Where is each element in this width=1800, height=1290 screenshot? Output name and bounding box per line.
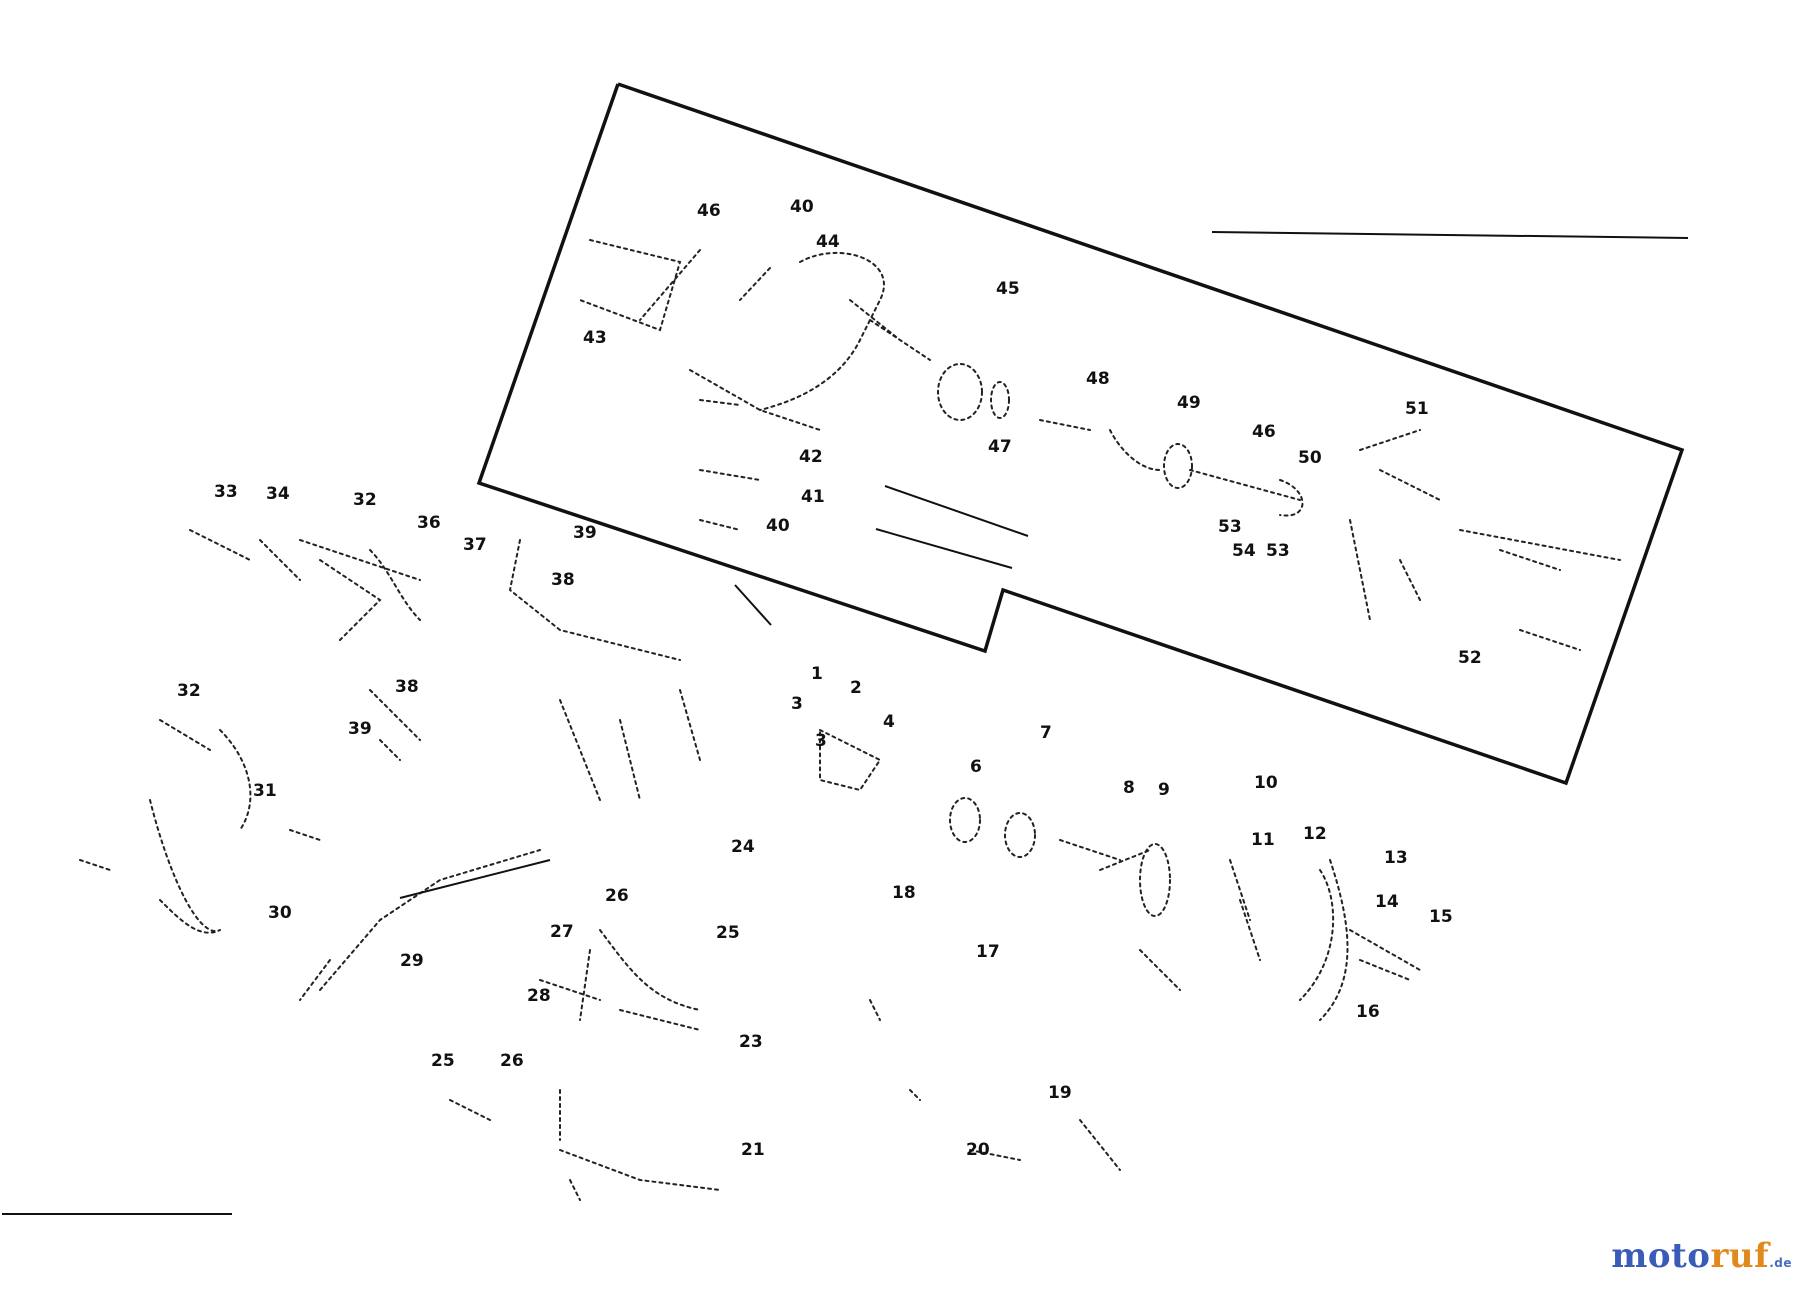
callout-c26b: 26 — [500, 1051, 524, 1071]
callout-c53b: 53 — [1266, 541, 1290, 561]
inset-parts — [579, 239, 1621, 651]
callout-c19: 19 — [1048, 1083, 1072, 1103]
callout-c1: 1 — [811, 664, 823, 684]
callout-c10: 10 — [1254, 773, 1278, 793]
callout-c11: 11 — [1251, 830, 1275, 850]
callout-c46b: 46 — [1252, 422, 1276, 442]
callout-c18: 18 — [892, 883, 916, 903]
callout-c3b: 3 — [815, 731, 827, 751]
callout-c38b: 38 — [395, 677, 419, 697]
callout-c26a: 26 — [605, 886, 629, 906]
callout-c50: 50 — [1298, 448, 1322, 468]
callout-c38a: 38 — [551, 570, 575, 590]
callout-c13: 13 — [1384, 848, 1408, 868]
callout-c7: 7 — [1040, 723, 1052, 743]
callout-c28: 28 — [527, 986, 551, 1006]
callout-c12: 12 — [1303, 824, 1327, 844]
watermark-text-a: moto — [1611, 1236, 1711, 1276]
callout-c49: 49 — [1177, 393, 1201, 413]
callout-c4: 4 — [883, 712, 895, 732]
callout-c34: 34 — [266, 484, 290, 504]
callout-c3a: 3 — [791, 694, 803, 714]
callout-c9: 9 — [1158, 780, 1170, 800]
callout-c16: 16 — [1356, 1002, 1380, 1022]
callout-c21: 21 — [741, 1140, 765, 1160]
callout-c40a: 40 — [790, 197, 814, 217]
callout-c29: 29 — [400, 951, 424, 971]
callout-c37: 37 — [463, 535, 487, 555]
callout-c40b: 40 — [766, 516, 790, 536]
callout-c44: 44 — [816, 232, 840, 252]
callout-c20: 20 — [966, 1140, 990, 1160]
callout-c52: 52 — [1458, 648, 1482, 668]
callout-c27: 27 — [550, 922, 574, 942]
callout-c36: 36 — [417, 513, 441, 533]
callout-c15: 15 — [1429, 907, 1453, 927]
callout-c25a: 25 — [716, 923, 740, 943]
callout-c17: 17 — [976, 942, 1000, 962]
inset-frame — [476, 82, 1685, 786]
callout-c2: 2 — [850, 678, 862, 698]
detail-divider-line — [1211, 231, 1689, 239]
callout-c48: 48 — [1086, 369, 1110, 389]
callout-c31: 31 — [253, 781, 277, 801]
callout-c54: 54 — [1232, 541, 1256, 561]
main-parts — [79, 529, 1421, 1201]
callout-c8: 8 — [1123, 778, 1135, 798]
callout-c30: 30 — [268, 903, 292, 923]
watermark-tld: .de — [1769, 1256, 1792, 1270]
callout-c45: 45 — [996, 279, 1020, 299]
callout-c14: 14 — [1375, 892, 1399, 912]
callout-c25b: 25 — [431, 1051, 455, 1071]
motoruf-watermark: motoruf.de — [1611, 1236, 1792, 1276]
callout-c39b: 39 — [348, 719, 372, 739]
callout-c43: 43 — [583, 328, 607, 348]
callout-c32b: 32 — [177, 681, 201, 701]
callout-c53a: 53 — [1218, 517, 1242, 537]
callout-c24: 24 — [731, 837, 755, 857]
callout-c39a: 39 — [573, 523, 597, 543]
callout-c6: 6 — [970, 757, 982, 777]
callout-c41: 41 — [801, 487, 825, 507]
callout-c32a: 32 — [353, 490, 377, 510]
callout-c42: 42 — [799, 447, 823, 467]
callout-c33: 33 — [214, 482, 238, 502]
callout-c47: 47 — [988, 437, 1012, 457]
callout-c46a: 46 — [697, 201, 721, 221]
callout-c51: 51 — [1405, 399, 1429, 419]
callout-c23: 23 — [739, 1032, 763, 1052]
watermark-text-b: ruf — [1710, 1236, 1770, 1276]
